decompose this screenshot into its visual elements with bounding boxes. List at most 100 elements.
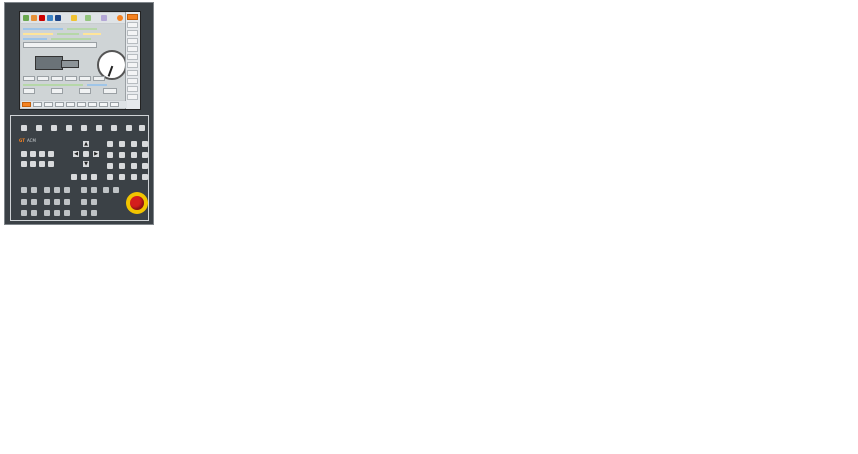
toolbar-icon-9[interactable] (117, 15, 123, 21)
jog-key[interactable] (44, 210, 50, 216)
numeric-key[interactable] (142, 174, 148, 180)
jog-key[interactable] (81, 210, 87, 216)
softkey-tab[interactable] (55, 102, 64, 107)
screen-button[interactable] (79, 76, 91, 81)
numeric-key[interactable] (131, 152, 137, 158)
numeric-key[interactable] (107, 152, 113, 158)
sidebar-button[interactable] (127, 14, 138, 20)
jog-key[interactable] (91, 199, 97, 205)
screen-button[interactable] (93, 76, 105, 81)
numeric-key[interactable] (142, 163, 148, 169)
mode-key[interactable] (48, 161, 54, 167)
small-key[interactable] (81, 174, 87, 180)
numeric-key[interactable] (131, 163, 137, 169)
sidebar-button[interactable] (127, 70, 138, 76)
jog-key[interactable] (31, 199, 37, 205)
function-key[interactable] (36, 125, 42, 131)
jog-key[interactable] (64, 210, 70, 216)
mode-key[interactable] (30, 151, 36, 157)
function-key[interactable] (81, 125, 87, 131)
arrow-left-icon[interactable]: ◀ (73, 151, 79, 157)
jog-key[interactable] (54, 210, 60, 216)
jog-key[interactable] (103, 187, 109, 193)
jog-key[interactable] (64, 187, 70, 193)
jog-key[interactable] (21, 210, 27, 216)
screen-button[interactable] (65, 76, 77, 81)
jog-key[interactable] (54, 187, 60, 193)
numeric-key[interactable] (107, 163, 113, 169)
jog-key[interactable] (21, 187, 27, 193)
sidebar-button[interactable] (127, 22, 138, 28)
sidebar-button[interactable] (127, 54, 138, 60)
small-key[interactable] (91, 174, 97, 180)
sidebar-button[interactable] (127, 62, 138, 68)
toolbar-icon-1[interactable] (23, 15, 29, 21)
sidebar-button[interactable] (127, 30, 138, 36)
function-key[interactable] (96, 125, 102, 131)
screen-button[interactable] (23, 76, 35, 81)
function-key[interactable] (21, 125, 27, 131)
softkey-tab[interactable] (77, 102, 86, 107)
numeric-key[interactable] (119, 174, 125, 180)
function-key[interactable] (51, 125, 57, 131)
mode-key[interactable] (21, 151, 27, 157)
jog-key[interactable] (81, 199, 87, 205)
softkey-tab[interactable] (44, 102, 53, 107)
screen-button[interactable] (23, 88, 35, 94)
jog-key[interactable] (81, 187, 87, 193)
toolbar-icon-4[interactable] (47, 15, 53, 21)
mode-key[interactable] (48, 151, 54, 157)
jog-key[interactable] (91, 187, 97, 193)
function-key[interactable] (66, 125, 72, 131)
screen-button[interactable] (79, 88, 91, 94)
emergency-stop-button[interactable] (130, 196, 144, 210)
function-key[interactable] (126, 125, 132, 131)
jog-key[interactable] (31, 187, 37, 193)
jog-key[interactable] (31, 210, 37, 216)
softkey-tab[interactable] (99, 102, 108, 107)
sidebar-button[interactable] (127, 38, 138, 44)
function-key[interactable] (139, 125, 145, 131)
numeric-key[interactable] (142, 152, 148, 158)
sidebar-button[interactable] (127, 86, 138, 92)
toolbar-icon-5[interactable] (55, 15, 61, 21)
emergency-stop-icon[interactable] (126, 192, 148, 214)
sidebar-button[interactable] (127, 78, 138, 84)
screen-button[interactable] (37, 76, 49, 81)
toolbar-icon-6[interactable] (71, 15, 77, 21)
numeric-key[interactable] (131, 174, 137, 180)
function-key[interactable] (111, 125, 117, 131)
softkey-tab[interactable] (88, 102, 97, 107)
numeric-key[interactable] (107, 141, 113, 147)
numeric-key[interactable] (119, 152, 125, 158)
numeric-key[interactable] (131, 141, 137, 147)
toolbar-icon-2[interactable] (31, 15, 37, 21)
toolbar-icon-8[interactable] (101, 15, 107, 21)
mode-key[interactable] (30, 161, 36, 167)
screen-button[interactable] (51, 76, 63, 81)
jog-key[interactable] (21, 199, 27, 205)
softkey-tab[interactable] (33, 102, 42, 107)
jog-key[interactable] (113, 187, 119, 193)
screen-button[interactable] (103, 88, 117, 94)
softkey-tab[interactable] (110, 102, 119, 107)
softkey-tab[interactable] (66, 102, 75, 107)
jog-key[interactable] (54, 199, 60, 205)
sidebar-button[interactable] (127, 46, 138, 52)
screen-button[interactable] (51, 88, 63, 94)
sidebar-button[interactable] (127, 94, 138, 100)
numeric-key[interactable] (107, 174, 113, 180)
numeric-key[interactable] (119, 163, 125, 169)
numeric-key[interactable] (142, 141, 148, 147)
mode-key[interactable] (39, 161, 45, 167)
toolbar-icon-7[interactable] (85, 15, 91, 21)
mode-key[interactable] (21, 161, 27, 167)
arrow-down-icon[interactable]: ▼ (83, 161, 89, 167)
jog-key[interactable] (91, 210, 97, 216)
numeric-key[interactable] (119, 141, 125, 147)
small-key[interactable] (71, 174, 77, 180)
softkey-tab[interactable] (22, 102, 31, 107)
arrow-up-icon[interactable]: ▲ (83, 141, 89, 147)
arrow-right-icon[interactable]: ▶ (93, 151, 99, 157)
center-key[interactable] (83, 151, 89, 157)
